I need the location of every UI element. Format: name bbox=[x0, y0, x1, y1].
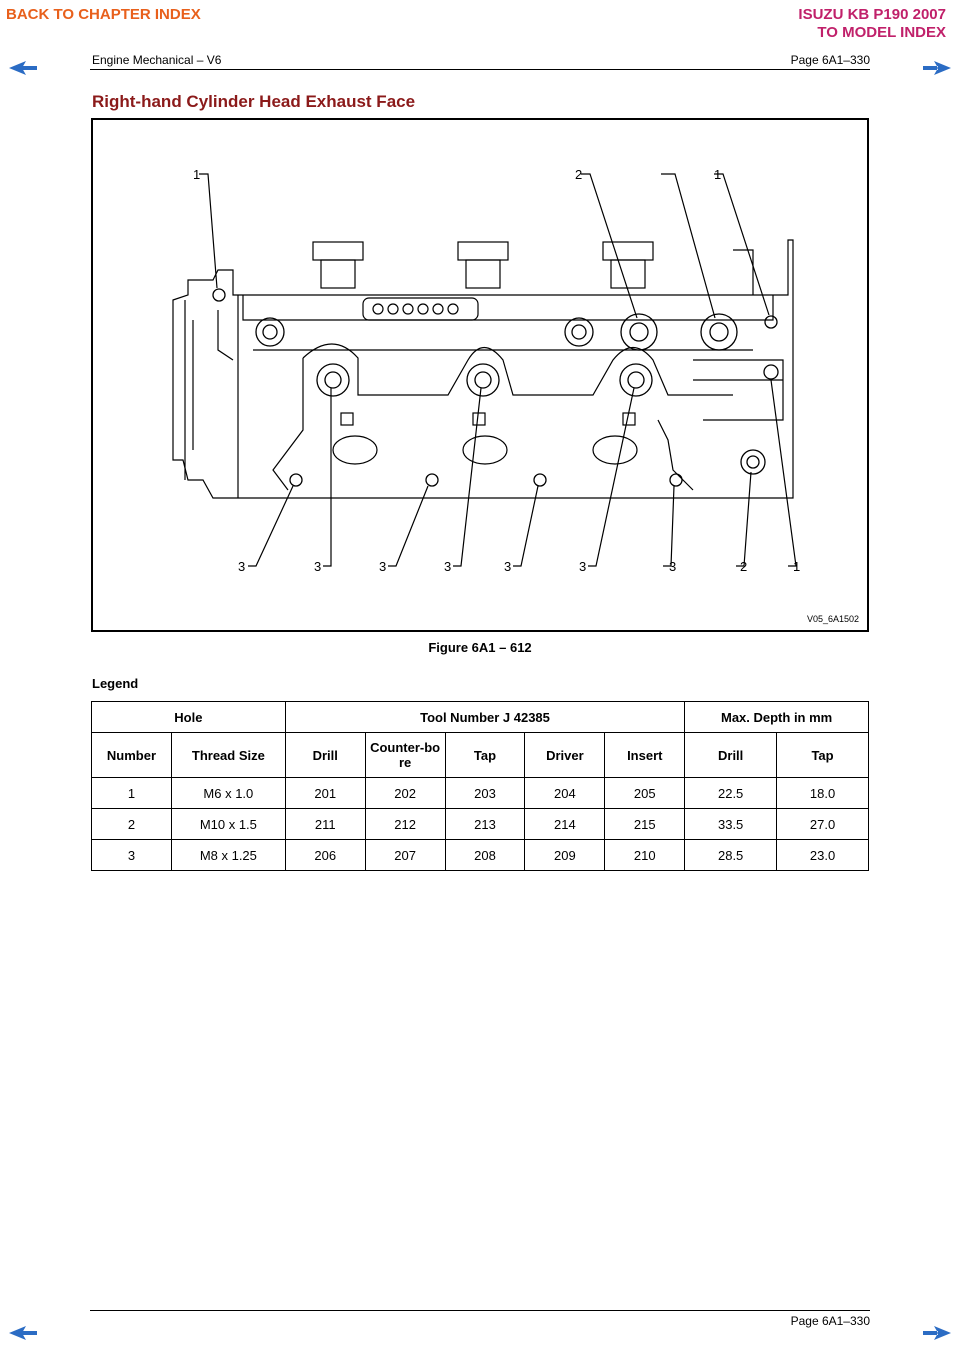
model-index-link[interactable]: ISUZU KB P190 2007 TO MODEL INDEX bbox=[798, 6, 946, 42]
footer-page-number: Page 6A1–330 bbox=[790, 1314, 870, 1328]
cell-thread-size: M10 x 1.5 bbox=[170, 808, 286, 840]
cell-insert: 205 bbox=[604, 777, 686, 809]
header-page-number: Page 6A1–330 bbox=[790, 53, 870, 67]
header-section-name: Engine Mechanical – V6 bbox=[92, 53, 222, 67]
next-page-arrow-bottom-icon[interactable] bbox=[922, 1325, 952, 1341]
legend-label: Legend bbox=[92, 676, 139, 691]
callout-bottom-3: 3 bbox=[379, 559, 386, 574]
callout-top-2: 2 bbox=[575, 167, 582, 182]
cell-number: 2 bbox=[91, 808, 172, 840]
callout-bottom-6: 3 bbox=[579, 559, 586, 574]
callout-bottom-9: 1 bbox=[793, 559, 800, 574]
cell-depth-tap: 23.0 bbox=[776, 839, 869, 871]
cylinder-head-drawing: 1 2 1 3 3 3 3 3 3 3 2 1 bbox=[172, 167, 800, 574]
cell-counterbore: 202 bbox=[364, 777, 446, 809]
group-header-tool: Tool Number J 42385 bbox=[284, 701, 686, 733]
cylinder-head-figure: 1 2 1 3 3 3 3 3 3 3 2 1 V05_6A1502 bbox=[91, 118, 869, 632]
cell-thread-size: M8 x 1.25 bbox=[170, 839, 286, 871]
cell-insert: 215 bbox=[604, 808, 686, 840]
next-page-arrow-icon[interactable] bbox=[922, 60, 952, 76]
col-drill: Drill bbox=[284, 732, 366, 778]
header-rule bbox=[90, 69, 870, 70]
cell-driver: 209 bbox=[524, 839, 606, 871]
callout-bottom-7: 3 bbox=[669, 559, 676, 574]
cell-driver: 204 bbox=[524, 777, 606, 809]
col-tap: Tap bbox=[444, 732, 526, 778]
previous-page-arrow-bottom-icon[interactable] bbox=[8, 1325, 38, 1341]
figure-caption: Figure 6A1 – 612 bbox=[428, 640, 532, 655]
col-depth-tap: Tap bbox=[776, 732, 869, 778]
col-depth-drill: Drill bbox=[684, 732, 778, 778]
callout-bottom-2: 3 bbox=[314, 559, 321, 574]
col-counterbore: Counter-bore bbox=[364, 732, 446, 778]
cell-drill: 206 bbox=[284, 839, 366, 871]
back-to-chapter-index-link[interactable]: BACK TO CHAPTER INDEX bbox=[6, 6, 201, 23]
tool-table: Hole Tool Number J 42385 Max. Depth in m… bbox=[91, 701, 869, 871]
callout-bottom-5: 3 bbox=[504, 559, 511, 574]
cell-tap: 213 bbox=[444, 808, 526, 840]
figure-code: V05_6A1502 bbox=[806, 614, 859, 624]
group-header-hole: Hole bbox=[91, 701, 286, 733]
section-title: Right-hand Cylinder Head Exhaust Face bbox=[92, 92, 416, 111]
cell-number: 1 bbox=[91, 777, 172, 809]
col-number: Number bbox=[91, 732, 172, 778]
callout-bottom-8: 2 bbox=[740, 559, 747, 574]
callout-bottom-4: 3 bbox=[444, 559, 451, 574]
callout-top-1: 1 bbox=[193, 167, 200, 182]
cell-depth-tap: 18.0 bbox=[776, 777, 869, 809]
model-title[interactable]: ISUZU KB P190 2007 bbox=[798, 6, 946, 23]
table-row: 3 M8 x 1.25 206 207 208 209 210 28.5 23.… bbox=[91, 839, 869, 871]
callout-bottom-1: 3 bbox=[238, 559, 245, 574]
cell-counterbore: 207 bbox=[364, 839, 446, 871]
table-row: 1 M6 x 1.0 201 202 203 204 205 22.5 18.0 bbox=[91, 777, 869, 809]
cell-tap: 208 bbox=[444, 839, 526, 871]
table-row: 2 M10 x 1.5 211 212 213 214 215 33.5 27.… bbox=[91, 808, 869, 840]
cell-depth-tap: 27.0 bbox=[776, 808, 869, 840]
cell-counterbore: 212 bbox=[364, 808, 446, 840]
cell-insert: 210 bbox=[604, 839, 686, 871]
cell-driver: 214 bbox=[524, 808, 606, 840]
cell-number: 3 bbox=[91, 839, 172, 871]
cell-drill: 211 bbox=[284, 808, 366, 840]
cell-depth-drill: 22.5 bbox=[684, 777, 778, 809]
col-thread-size: Thread Size bbox=[170, 732, 286, 778]
cell-tap: 203 bbox=[444, 777, 526, 809]
to-model-index[interactable]: TO MODEL INDEX bbox=[817, 24, 946, 41]
previous-page-arrow-icon[interactable] bbox=[8, 60, 38, 76]
group-header-depth: Max. Depth in mm bbox=[684, 701, 869, 733]
callout-top-3: 1 bbox=[714, 167, 721, 182]
col-insert: Insert bbox=[604, 732, 686, 778]
footer-rule bbox=[90, 1310, 870, 1311]
col-driver: Driver bbox=[524, 732, 606, 778]
cell-thread-size: M6 x 1.0 bbox=[170, 777, 286, 809]
cell-depth-drill: 33.5 bbox=[684, 808, 778, 840]
cell-depth-drill: 28.5 bbox=[684, 839, 778, 871]
cell-drill: 201 bbox=[284, 777, 366, 809]
